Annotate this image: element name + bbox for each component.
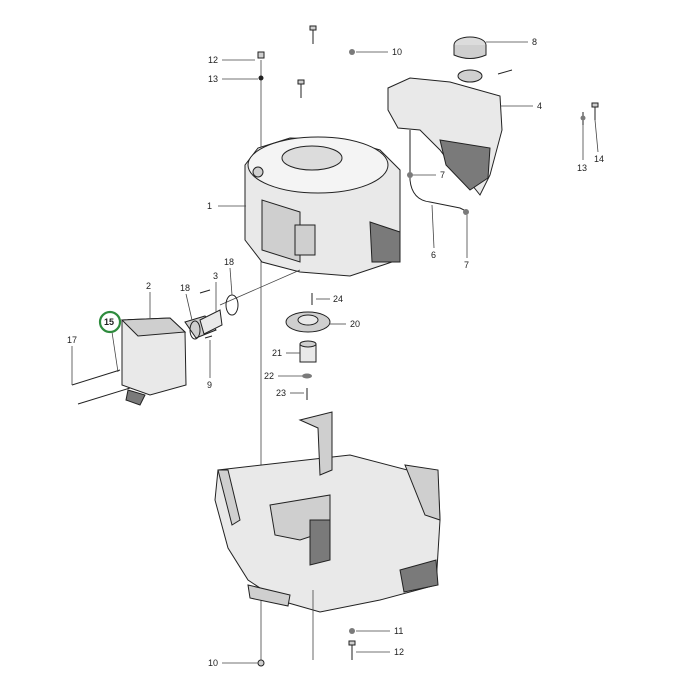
leader-6 [431,204,435,249]
fuel-line-hose [409,130,469,213]
callout-10-bottom: 10 [208,658,218,668]
engine-recoil-cap [281,145,343,171]
callout-20: 20 [350,319,360,329]
engine-left-panel [261,199,301,263]
spacer-21-top [299,340,317,348]
exhaust-screw-lower [204,335,213,339]
engine-assembly [219,136,401,306]
callout-2: 2 [146,281,151,291]
engine-air-filter-housing [369,221,401,263]
long-bolt-upper [71,369,121,386]
gasket-18-right [225,294,239,316]
callout-18-left: 18 [180,283,190,293]
leader-14 [594,119,599,153]
hose-clamp-upper [407,172,413,178]
long-bolt-lower [77,387,131,405]
nut-10-bottom [257,659,265,667]
nut-13-top [258,75,264,81]
chassis-center-support [309,519,331,566]
muffler-top-face [120,317,187,337]
callout-labels: 12 13 10 8 4 13 14 7 6 7 1 2 18 3 18 9 1… [67,37,604,668]
leader-18-left [185,293,193,321]
screw-14-head [591,102,599,108]
callout-7-upper: 7 [440,170,445,180]
right-side-screws [580,102,599,125]
callout-12-top: 12 [208,55,218,65]
leader-lines [71,41,599,664]
callout-4: 4 [537,101,542,111]
callout-highlight-ring[interactable] [98,310,122,334]
callout-18-right: 18 [224,257,234,267]
callout-10-top: 10 [392,47,402,57]
washer-13-right [580,115,586,121]
bolt-head-12-top [257,51,265,59]
callout-13-right: 13 [577,163,587,173]
exhaust-screw-upper [199,289,211,294]
fuel-cap [453,36,487,59]
callout-11: 11 [394,626,403,636]
fuel-tank-assembly [387,36,513,196]
callout-21: 21 [272,348,282,358]
gasket-18-left [189,320,201,340]
bolt-top-center-b-head [297,79,305,85]
callout-1: 1 [207,201,212,211]
chassis-rear-corner [399,559,439,593]
callout-8: 8 [532,37,537,47]
callout-6: 6 [431,250,436,260]
exhaust-screws [199,289,213,339]
bolt-12-bottom-head [348,640,356,646]
nut-10-top [349,49,355,55]
exhaust-alignment-line [219,269,301,306]
fuel-tank-neck [457,69,483,83]
nut-11 [349,628,355,634]
bolt-top-center-a-head [309,25,317,31]
callout-13-top: 13 [208,74,218,84]
fuel-cap-side [453,45,487,59]
chassis-front-lip [247,584,291,607]
engine-oil-cap [252,166,264,178]
callout-24: 24 [333,294,343,304]
callout-17: 17 [67,335,77,345]
leader-15 [111,331,119,373]
leader-18-right [229,267,233,296]
callout-12-bottom: 12 [394,647,404,657]
muffler-deflector [125,389,146,406]
engine-carburetor [294,224,316,256]
fuel-tank-screw [497,69,513,75]
chassis-upper-bracket [298,411,333,476]
chassis-left-flange [217,469,241,526]
callout-3: 3 [213,271,218,281]
long-bolts-17 [71,369,131,405]
chassis-frame [214,411,441,613]
chassis-right-bracket [404,464,441,521]
pulley-20-hub [297,314,319,326]
callout-14: 14 [594,154,604,164]
top-center-bolts [297,25,355,98]
callout-9: 9 [207,380,212,390]
pulley-assembly [285,293,331,400]
muffler-assembly [120,315,217,406]
bottom-bolts [312,590,356,660]
exhaust-gaskets [189,294,239,340]
callout-23: 23 [276,388,286,398]
callout-22: 22 [264,371,274,381]
exhaust-pipe-3 [199,309,223,335]
hose-clamp-lower [463,209,469,215]
callout-15[interactable]: 15 [104,317,114,327]
fuel-tank-shadow-side [439,139,491,191]
washer-22 [302,373,312,379]
fuel-line-assembly [407,130,469,215]
callout-7-lower: 7 [464,260,469,270]
